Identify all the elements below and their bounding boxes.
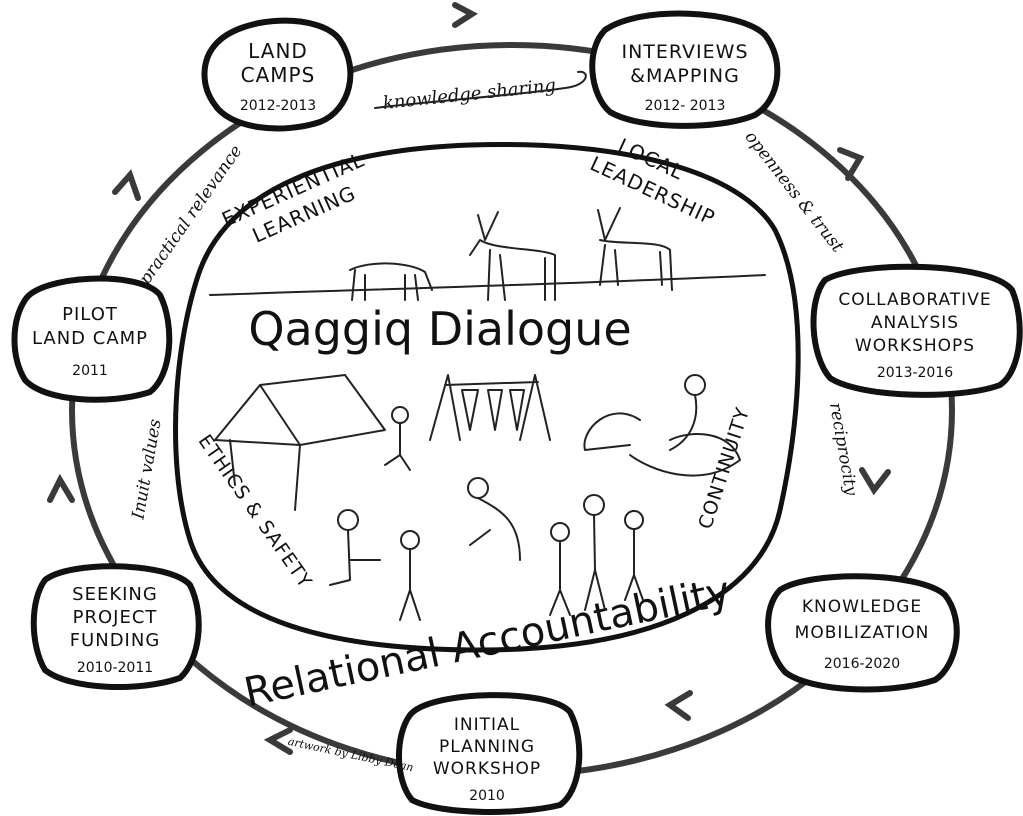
arrow-icon bbox=[452, 2, 478, 28]
node-title: CAMPS bbox=[241, 63, 316, 87]
node-land-camps: LAND CAMPS 2012-2013 bbox=[201, 17, 354, 132]
caribou-icon bbox=[597, 207, 673, 291]
arrow-icon bbox=[263, 727, 293, 755]
swirl-icon bbox=[374, 70, 587, 109]
people-icon bbox=[329, 374, 706, 621]
node-years: 2012- 2013 bbox=[645, 98, 726, 114]
node-title: &MAPPING bbox=[630, 65, 740, 87]
node-title: LAND bbox=[248, 39, 308, 63]
caribou-icon bbox=[349, 262, 433, 301]
node-initial-planning: INITIAL PLANNING WORKSHOP 2010 bbox=[396, 692, 583, 815]
node-years: 2013-2016 bbox=[877, 365, 953, 381]
inner-dialogue-circle bbox=[173, 142, 801, 653]
arrow-icon bbox=[47, 473, 75, 503]
node-title: COLLABORATIVE bbox=[838, 290, 991, 310]
arrow-icon bbox=[664, 690, 693, 721]
node-collaborative-analysis: COLLABORATIVE ANALYSIS WORKSHOPS 2013-20… bbox=[810, 263, 1023, 398]
connector-reciprocity: reciprocity bbox=[825, 401, 861, 497]
node-title: WORKSHOP bbox=[433, 759, 541, 779]
theme-experiential-learning: EXPERIENTIAL LEARNING bbox=[218, 147, 368, 247]
node-years: 2016-2020 bbox=[824, 656, 900, 672]
node-title: ANALYSIS bbox=[871, 313, 959, 333]
node-interviews-mapping: INTERVIEWS &MAPPING 2012- 2013 bbox=[589, 10, 781, 129]
node-title: PLANNING bbox=[439, 737, 535, 757]
node-title: KNOWLEDGE bbox=[802, 597, 922, 617]
arrow-icon bbox=[859, 467, 891, 496]
svg-text:knowledge sharing: knowledge sharing bbox=[382, 75, 557, 114]
drying-rack-icon bbox=[429, 374, 551, 441]
node-knowledge-mobilization: KNOWLEDGE MOBILIZATION 2016-2020 bbox=[765, 573, 960, 693]
node-title: MOBILIZATION bbox=[795, 623, 930, 643]
node-title: FUNDING bbox=[70, 630, 161, 651]
node-title: INITIAL bbox=[454, 715, 520, 735]
skin-icon bbox=[629, 433, 741, 477]
caribou-icon bbox=[469, 211, 556, 301]
node-title: PILOT bbox=[62, 304, 118, 325]
node-seeking-funding: SEEKING PROJECT FUNDING 2010-2011 bbox=[30, 563, 202, 690]
node-years: 2011 bbox=[72, 363, 108, 379]
node-pilot-land-camp: PILOT LAND CAMP 2011 bbox=[11, 275, 173, 403]
node-years: 2010 bbox=[469, 788, 505, 804]
cycle-arrows bbox=[47, 2, 891, 755]
tent-icon bbox=[214, 374, 386, 511]
node-title: SEEKING bbox=[72, 584, 158, 605]
theme-ethics-safety: ETHICS & SAFETY bbox=[194, 431, 317, 593]
page-title: Qaggiq Dialogue bbox=[248, 302, 631, 356]
connector-knowledge-sharing: knowledge sharing bbox=[374, 70, 587, 114]
node-title: LAND CAMP bbox=[32, 328, 148, 349]
landscape-illustration bbox=[209, 207, 766, 621]
node-title: INTERVIEWS bbox=[621, 41, 748, 63]
arrow-icon bbox=[112, 169, 141, 201]
node-years: 2012-2013 bbox=[240, 98, 316, 114]
node-years: 2010-2011 bbox=[77, 660, 153, 676]
node-title: PROJECT bbox=[73, 607, 158, 628]
connector-inuit-values: Inuit values bbox=[128, 417, 165, 521]
node-title: WORKSHOPS bbox=[855, 336, 975, 356]
connector-openness-trust: openness & trust bbox=[741, 127, 848, 256]
arrow-icon bbox=[837, 147, 865, 181]
artwork-credit: artwork by Libby Dean bbox=[287, 735, 415, 774]
